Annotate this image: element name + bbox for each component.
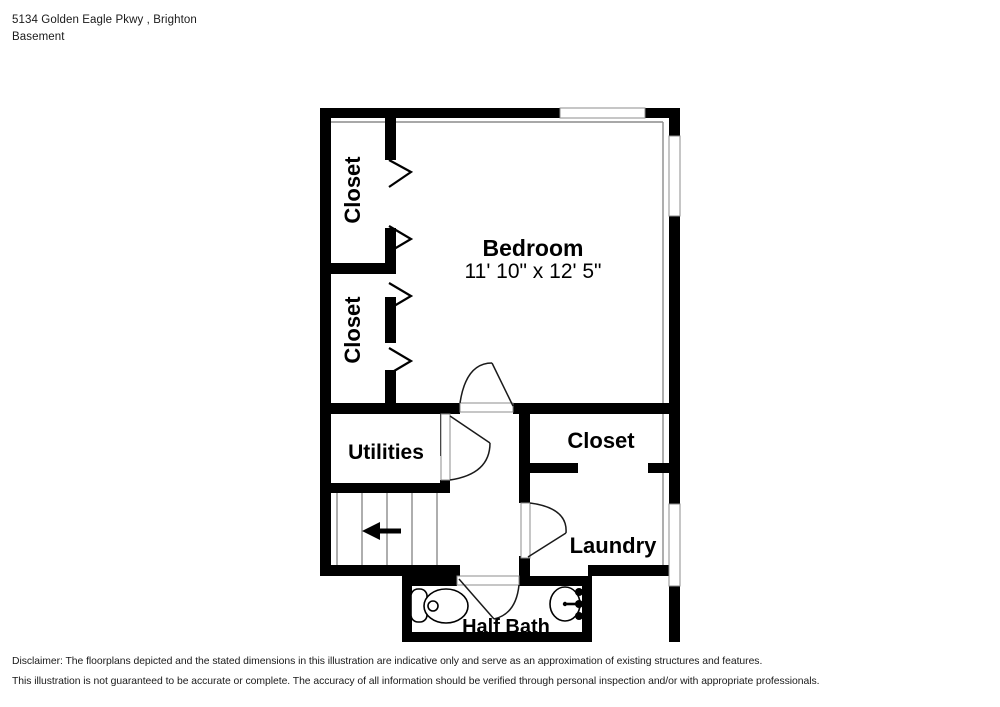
wall-halfbath-top-right [519, 576, 592, 586]
wall-right-lower [669, 586, 680, 642]
wall-between-closets [320, 263, 396, 274]
wall-halfbath-top-left [402, 576, 457, 586]
laundry-door [520, 502, 567, 559]
stair-direction-arrow-icon [362, 522, 401, 540]
wall-hallway-right-b [519, 556, 530, 576]
wall-right-mid [669, 216, 680, 504]
wall-left-outer [320, 108, 331, 576]
wall-bedroom-bottom-left [320, 403, 460, 414]
property-address: 5134 Golden Eagle Pkwy , Brighton [12, 14, 197, 26]
room-label-laundry: Laundry [570, 533, 658, 558]
wall-closet-vertical-d [385, 370, 396, 408]
walls [320, 108, 680, 642]
windows [559, 107, 681, 587]
disclaimer-line-2: This illustration is not guaranteed to b… [12, 676, 820, 687]
wall-stairs-bottom [320, 565, 460, 576]
room-label-closet-lower: Closet [340, 296, 365, 364]
interior-thin-outline [331, 121, 664, 572]
closet-lower-bifold-door-b [388, 347, 414, 375]
window-right-lower-icon [668, 503, 681, 587]
wall-closet-vertical-b [385, 228, 396, 268]
wall-utilities-right-b [440, 480, 450, 493]
room-label-closet-upper: Closet [340, 156, 365, 224]
staircase [331, 493, 460, 565]
half-bath-door [456, 575, 520, 620]
closet-upper-bifold-door [388, 159, 414, 188]
room-labels: Closet Closet Bedroom 11' 10" x 12' 5" U… [340, 156, 657, 638]
bedroom-door [459, 362, 514, 413]
floor-level-label: Basement [12, 31, 65, 43]
wall-utilities-right [440, 414, 450, 456]
room-label-half-bath: Half Bath [462, 616, 550, 638]
room-label-bedroom: Bedroom [483, 235, 584, 261]
wall-closet-right-bottom-b [648, 463, 680, 473]
disclaimer-line-1: Disclaimer: The floorplans depicted and … [12, 656, 763, 667]
utilities-door [440, 413, 491, 481]
wall-bottom-mid [588, 565, 680, 576]
wall-top-left [320, 108, 560, 118]
wall-closet-vertical-c [385, 297, 396, 343]
wall-utilities-bottom [320, 483, 450, 493]
wall-right-upper-a [669, 108, 680, 136]
closet-lower-bifold-door-a [388, 282, 414, 310]
wall-bedroom-bottom-right [513, 403, 680, 414]
window-top-icon [559, 107, 646, 119]
wall-closet-vertical-a [385, 118, 396, 160]
window-right-upper-icon [668, 135, 681, 217]
wall-top-right [645, 108, 680, 118]
room-label-closet-right: Closet [567, 428, 635, 453]
plan-disclaimer: Disclaimer: The floorplans depicted and … [12, 652, 952, 692]
wall-hallway-right-a [519, 414, 530, 503]
room-dimension-bedroom: 11' 10" x 12' 5" [465, 260, 602, 283]
wall-halfbath-right [582, 576, 592, 642]
sink-icon [549, 586, 583, 622]
wall-closet-right-bottom-a [530, 463, 578, 473]
wall-bottom-left [320, 565, 410, 576]
plan-header: 5134 Golden Eagle Pkwy , Brighton Baseme… [12, 12, 612, 46]
room-label-utilities: Utilities [348, 441, 424, 464]
toilet-icon [410, 588, 469, 624]
wall-halfbath-left [402, 576, 412, 642]
closet-lower-bifold-door-upper [388, 225, 414, 253]
wall-halfbath-bottom [402, 632, 592, 642]
